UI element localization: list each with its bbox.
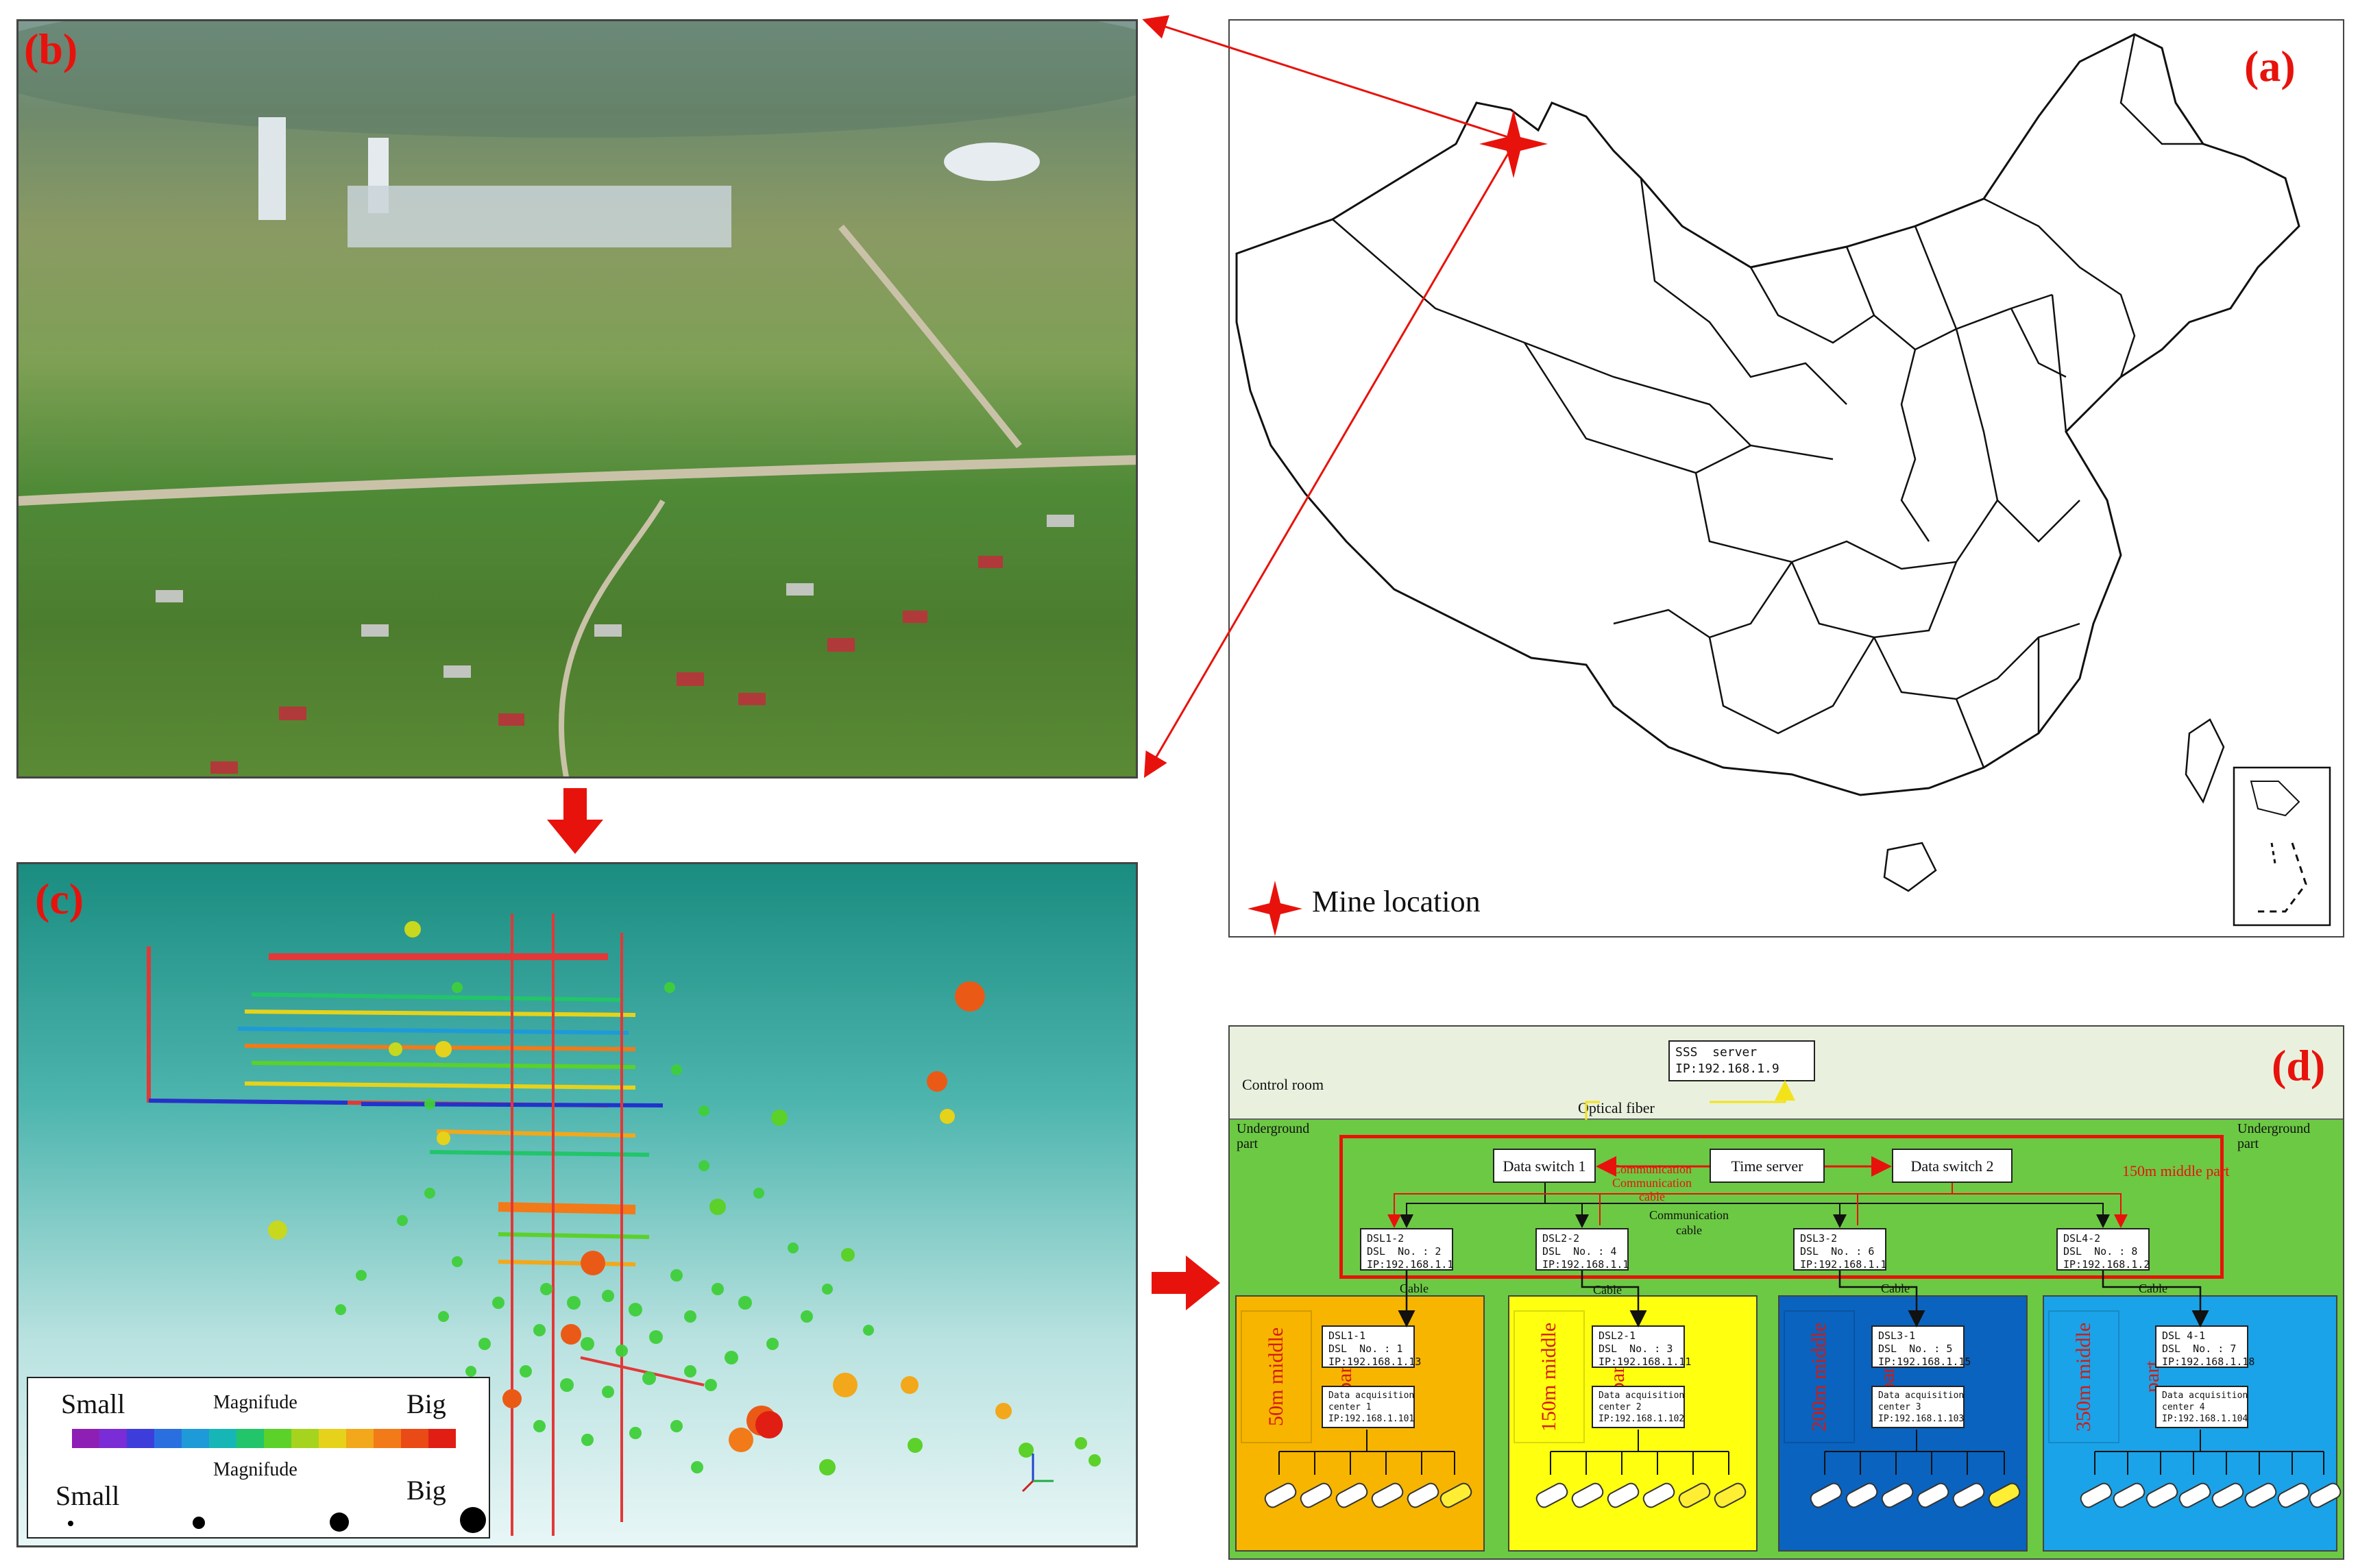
zone-4: 350m middle part DSL 4-1 DSL No. : 7 IP:…: [2043, 1295, 2337, 1552]
legend-star-icon: [1248, 881, 1302, 936]
panel-d-network: Control room Underground part Undergroun…: [1228, 1025, 2344, 1560]
data-switch-1: Data switch 1: [1493, 1149, 1596, 1183]
province-map: [1235, 33, 2331, 936]
color-scale-swatch: [264, 1429, 291, 1448]
color-scale-swatch: [72, 1429, 99, 1448]
event-cluster: [335, 982, 874, 1473]
zone-1-center: Data acquisition center 1 IP:192.168.1.1…: [1322, 1386, 1415, 1428]
time-server: Time server: [1710, 1149, 1825, 1183]
color-scale-swatch: [291, 1429, 319, 1448]
color-scale-swatch: [99, 1429, 127, 1448]
150m-label: 150m middle part: [2122, 1162, 2230, 1179]
panel-b-label: (b): [24, 25, 78, 73]
underground-left-label: Underground part: [1237, 1121, 1310, 1151]
panel-c-3d-events: (c) Small Magnifude Big Magnifude Small …: [16, 862, 1138, 1547]
zone-3: 200m middle part DSL3-1 DSL No. : 5 IP:1…: [1778, 1295, 2028, 1552]
factory-tower: [258, 117, 286, 220]
zone-2-center: Data acquisition center 2 IP:192.168.1.1…: [1592, 1386, 1685, 1428]
right-arrow-icon: [1152, 1255, 1220, 1310]
panel-c-label: (c): [35, 874, 84, 923]
panel-a-label: (a): [2244, 42, 2296, 90]
magnitude-legend: Small Magnifude Big Magnifude Small Big: [27, 1377, 490, 1539]
color-scale-big: Big: [406, 1388, 446, 1419]
150m-middle-part-frame: [1339, 1135, 2224, 1279]
color-scale-small: Small: [61, 1388, 125, 1419]
zone-2: 150m middle part DSL2-1 DSL No. : 3 IP:1…: [1508, 1295, 1758, 1552]
color-scale-swatch: [401, 1429, 428, 1448]
color-scale-swatch: [127, 1429, 154, 1448]
country-outline: [1235, 33, 2300, 796]
size-dot: [330, 1512, 349, 1532]
dsl-top-2: DSL2-2 DSL No. : 4 IP:192.168.1.1: [1535, 1228, 1629, 1271]
dsl-top-3: DSL3-2 DSL No. : 6 IP:192.168.1.1: [1793, 1228, 1886, 1271]
zone-4-center: Data acquisition center 4 IP:192.168.1.1…: [2155, 1386, 2248, 1428]
cable-label-4: Cable: [2139, 1282, 2167, 1295]
control-room-label: Control room: [1242, 1076, 1324, 1093]
size-scale-big: Big: [406, 1475, 446, 1506]
mine-location-legend: Mine location: [1312, 885, 1481, 918]
axis-triad-icon: [1021, 1454, 1054, 1493]
aerial-scene: [19, 21, 1136, 776]
panel-d-label: (d): [2272, 1041, 2326, 1090]
event-spheres: [268, 921, 1101, 1475]
zone-1-dsl: DSL1-1 DSL No. : 1 IP:192.168.1.13: [1322, 1325, 1421, 1368]
color-scale-swatch: [209, 1429, 236, 1448]
zone-2-dsl: DSL2-1 DSL No. : 3 IP:192.168.1.11: [1592, 1325, 1691, 1368]
size-scale-small: Small: [56, 1480, 120, 1511]
size-dot: [68, 1521, 73, 1526]
down-arrow-icon: [547, 788, 603, 854]
color-scale-swatch: [346, 1429, 374, 1448]
size-dot: [193, 1517, 205, 1529]
zone-3-center: Data acquisition center 3 IP:192.168.1.1…: [1871, 1386, 1965, 1428]
color-scale-title: Magnifude: [213, 1392, 297, 1413]
event-cloud: [147, 914, 1101, 1536]
comm-cable-black-label: Communication cable: [1649, 1208, 1729, 1237]
taiwan-outline: [2185, 718, 2225, 804]
size-scale-title: Magnifude: [213, 1459, 297, 1480]
color-scale-swatch: [182, 1429, 209, 1448]
color-scale-swatch: [374, 1429, 401, 1448]
data-switch-2: Data switch 2: [1892, 1149, 2013, 1183]
panel-a-map: (a) Mine location: [1228, 19, 2344, 938]
province-borders: [1332, 34, 2203, 768]
dsl-top-4: DSL4-2 DSL No. : 8 IP:192.168.1.2: [2056, 1228, 2150, 1271]
color-scale-swatch: [154, 1429, 182, 1448]
dsl-top-1: DSL1-2 DSL No. : 2 IP:192.168.1.1: [1360, 1228, 1453, 1271]
underground-right-label: Underground part: [2237, 1121, 2311, 1151]
size-dot: [460, 1507, 486, 1533]
panel-b-aerial-photo: (b): [16, 19, 1138, 779]
color-scale-bar: [72, 1429, 456, 1448]
mine-location-star-icon: [1479, 110, 1548, 178]
hainan-outline: [1883, 842, 1937, 892]
color-scale-swatch: [236, 1429, 264, 1448]
south-sea-inset: [2233, 766, 2331, 927]
color-scale-swatch: [428, 1429, 456, 1448]
zone-1: 50m middle part DSL1-1 DSL No. : 1 IP:19…: [1235, 1295, 1485, 1552]
cable-label-3: Cable: [1881, 1282, 1910, 1295]
zone-4-dsl: DSL 4-1 DSL No. : 7 IP:192.168.1.18: [2155, 1325, 2254, 1368]
network-links: [1278, 1027, 2324, 1475]
color-scale-swatch: [319, 1429, 346, 1448]
